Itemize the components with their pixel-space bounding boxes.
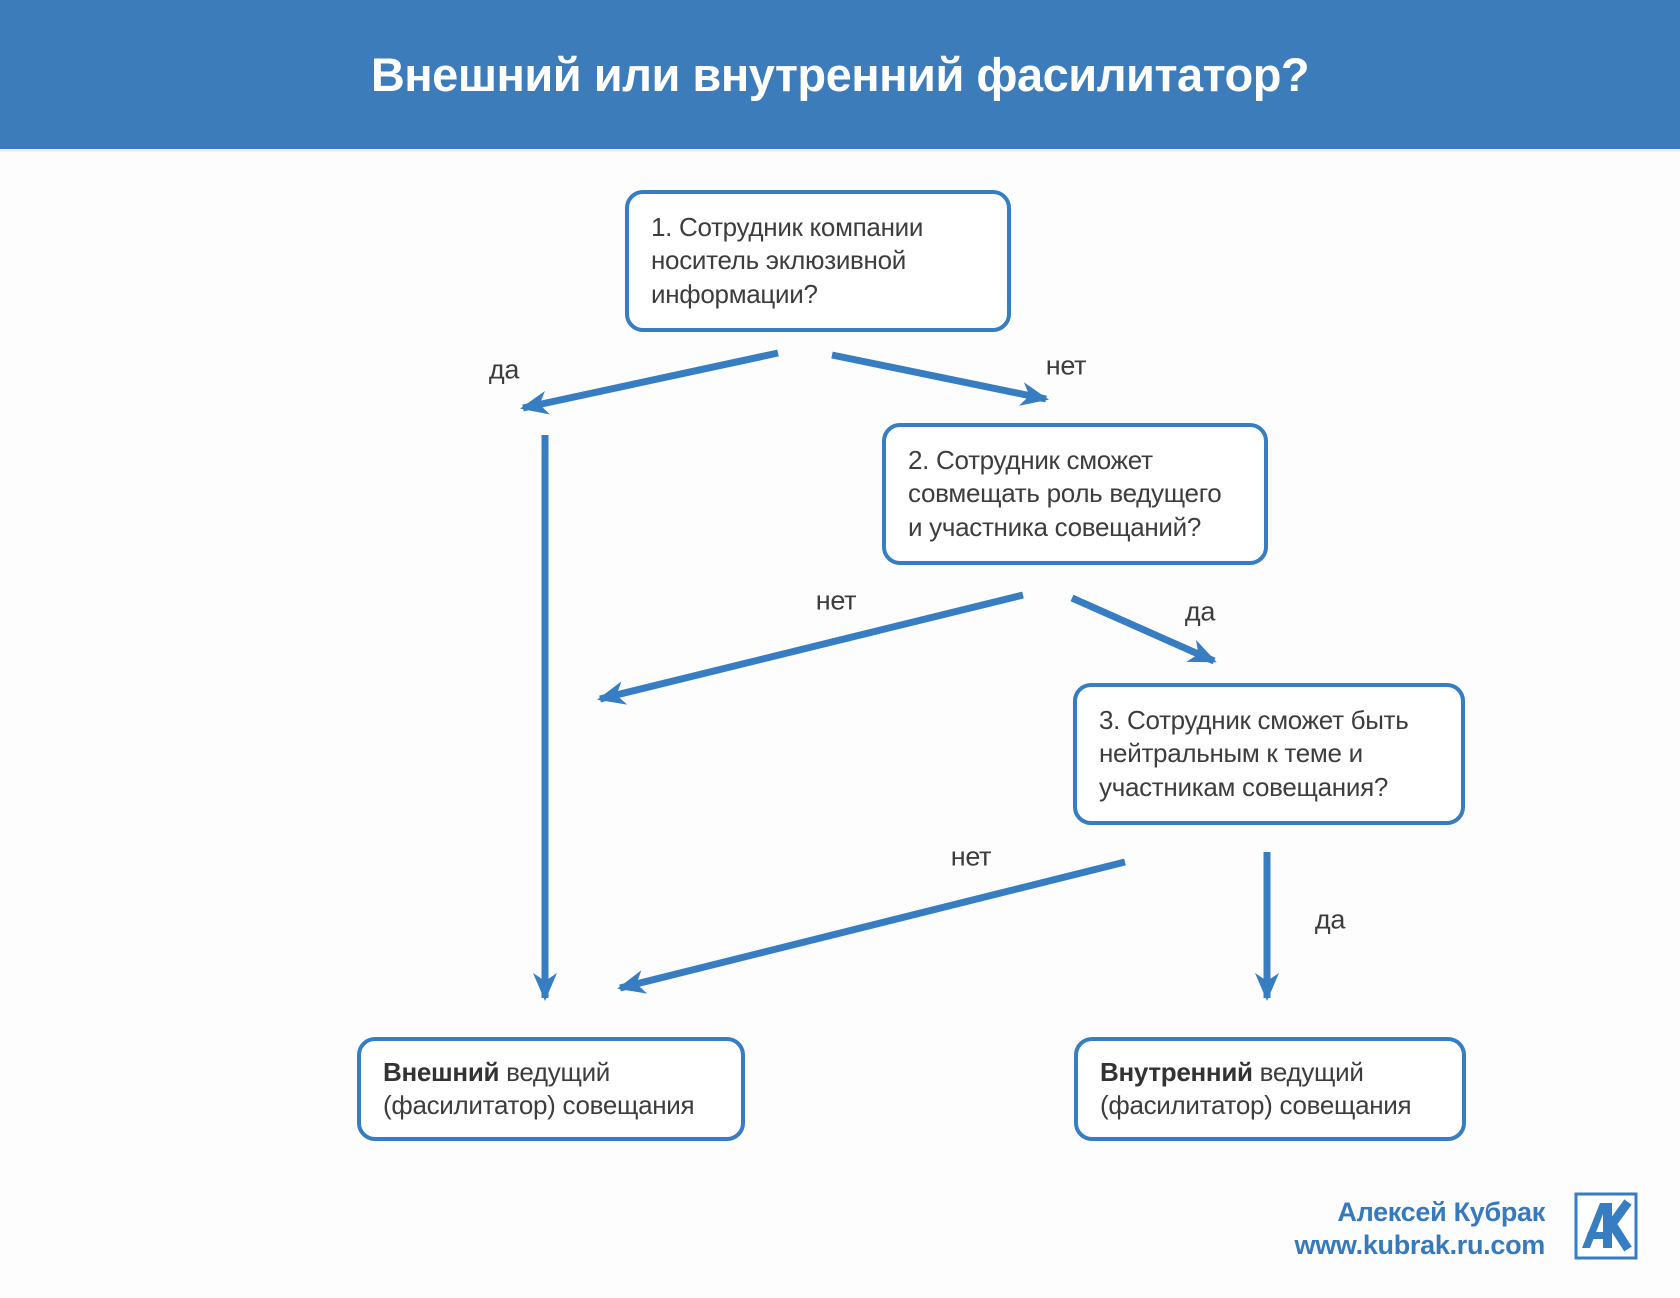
edge-label-q2-no: нет: [815, 585, 857, 616]
ak-logo-icon: [1574, 1192, 1638, 1260]
node-question-3-text: 3. Сотрудник сможет быть нейтральным к т…: [1099, 705, 1409, 802]
node-result-external: Внешний ведущий (фасилитатор) совещания: [357, 1037, 745, 1141]
arrow-q1-yes: [520, 349, 779, 415]
node-question-2: 2. Сотрудник сможет совмещать роль ведущ…: [882, 423, 1268, 565]
author-name: Алексей Кубрак: [1337, 1197, 1545, 1227]
site-url: www.kubrak.ru.com: [1294, 1229, 1546, 1260]
edge-label-q3-no: нет: [950, 841, 992, 872]
edge-label-q1-no: нет: [1045, 350, 1087, 381]
edge-label-q2-yes: да: [1184, 596, 1216, 627]
node-question-2-text: 2. Сотрудник сможет совмещать роль ведущ…: [908, 445, 1222, 542]
edge-label-q3-yes: да: [1314, 904, 1346, 935]
node-question-3: 3. Сотрудник сможет быть нейтральным к т…: [1073, 683, 1465, 825]
footer-credit: Алексей Кубрак www.kubrak.ru.com: [1294, 1196, 1546, 1262]
page-title: Внешний или внутренний фасилитатор?: [370, 48, 1310, 101]
node-question-1-text: 1. Сотрудник компании носитель эклюзивно…: [651, 212, 924, 309]
node-result-internal: Внутренний ведущий (фасилитатор) совещан…: [1074, 1037, 1466, 1141]
arrow-q1-no: [831, 351, 1049, 406]
node-question-1: 1. Сотрудник компании носитель эклюзивно…: [625, 190, 1011, 332]
edge-label-q1-yes: да: [488, 354, 520, 385]
arrow-q2-no: [597, 591, 1024, 705]
header-banner: Внешний или внутренний фасилитатор?: [0, 0, 1680, 152]
node-result-external-text: Внешний ведущий (фасилитатор) совещания: [383, 1056, 695, 1120]
node-result-internal-text: Внутренний ведущий (фасилитатор) совещан…: [1100, 1056, 1412, 1120]
arrow-q3-no: [617, 858, 1126, 994]
